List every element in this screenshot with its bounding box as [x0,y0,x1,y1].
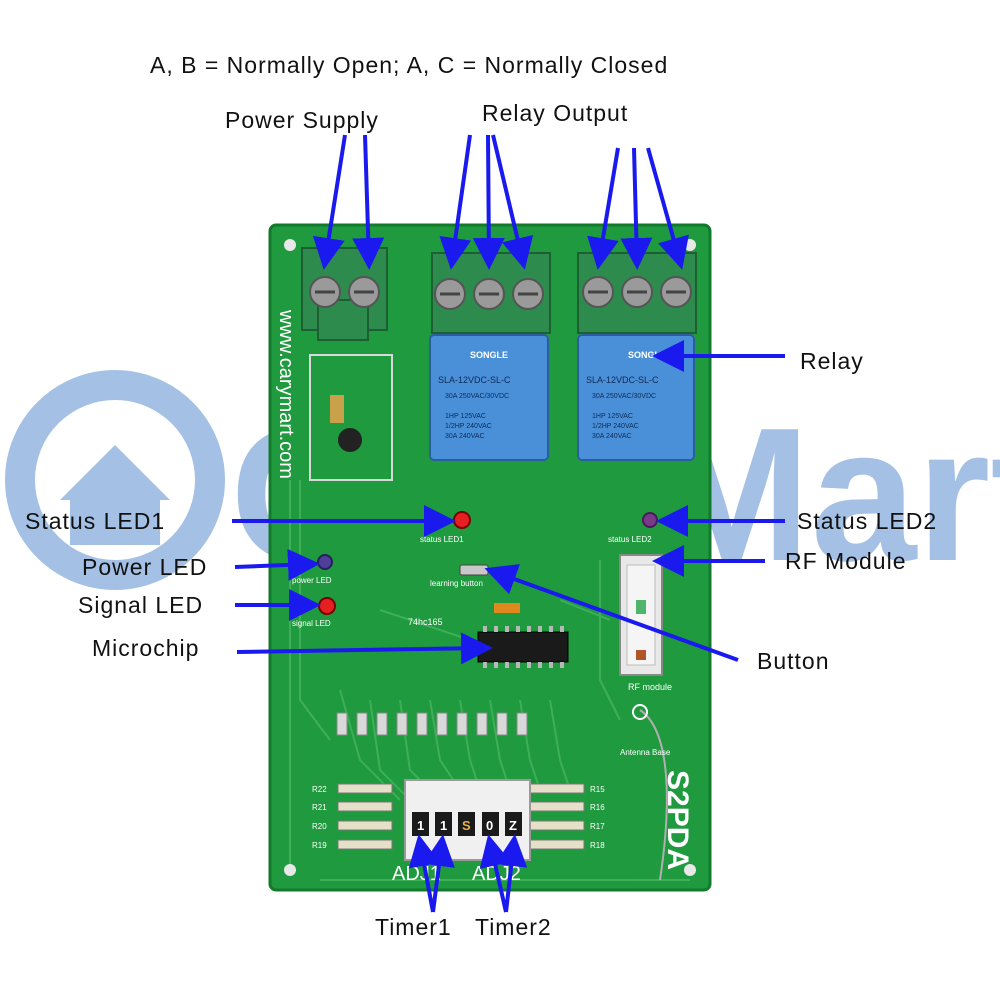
arrow-relay-output-2c [646,147,689,270]
resistor-label: R17 [590,822,605,831]
relay-1-spec-1: 30A 250VAC/30VDC [445,393,509,400]
arrow-relay-output-2b [620,147,653,270]
relay-2-spec-3: 1/2HP 240VAC [592,423,639,430]
relay-2-brand: SONGLE [628,350,666,360]
microchip-silk: 74hc165 [408,617,443,627]
learning-button-silk: learning button [430,579,483,588]
power-led-silk: power LED [292,576,332,585]
relay-2-model: SLA-12VDC-SL-C [586,375,659,385]
arrow-microchip [236,632,493,665]
resistor-label: R19 [312,841,327,850]
relay1-terminal-block [431,252,551,334]
arrow-button [484,564,739,662]
resistors [337,783,585,850]
resistor-label: R18 [590,841,605,850]
status-led2-silk: status LED2 [608,535,652,544]
relay-1-spec-2: 1HP 125VAC [445,413,486,420]
signal-led-silk: signal LED [292,619,331,628]
resistor-label: R22 [312,785,327,794]
timer-switch-block: 1 1 S 0 Z [404,779,531,861]
header-note: A, B = Normally Open; A, C = Normally Cl… [150,52,669,78]
resistor-labels-left: R22 R21 R20 R19 [312,785,327,850]
resistor-label: R15 [590,785,605,794]
power-terminal-block [301,247,388,341]
relay2-terminal-block [577,252,697,334]
arrow-relay-output-1c [491,134,534,270]
dip-key-2: 1 [440,818,447,833]
relay-2: SONGLE SLA-12VDC-SL-C 30A 250VAC/30VDC 1… [577,334,695,461]
label-power-supply: Power Supply [225,107,379,133]
adj1-silk: ADJ1 [392,863,441,885]
label-status-led1: Status LED1 [25,508,166,534]
arrow-timer1-a [408,834,441,913]
label-button: Button [757,648,830,674]
arrow-power-supply-1 [312,134,347,270]
arrow-timer2-a [479,834,511,913]
dip-key-4: 0 [486,818,493,833]
dip-key-5: Z [509,818,517,833]
label-rf-module: RF Module [785,548,907,574]
board-website: www.carymart.com [275,309,297,479]
learning-button: learning button [430,564,489,588]
relay-1-spec-4: 30A 240VAC [445,433,485,440]
status-led1: status LED1 [420,511,471,544]
label-signal-led: Signal LED [78,592,204,618]
label-microchip: Microchip [92,635,200,661]
resistor-labels-right: R15 R16 R17 R18 [590,785,605,850]
relay-1-spec-3: 1/2HP 240VAC [445,423,492,430]
rf-module-silk: RF module [628,682,672,692]
relay-1-model: SLA-12VDC-SL-C [438,375,511,385]
resistor-label: R21 [312,803,327,812]
label-timer2: Timer2 [475,914,552,940]
relay-2-spec-2: 1HP 125VAC [592,413,633,420]
label-relay-output: Relay Output [482,100,629,126]
arrow-relay-output-1b [472,134,505,270]
relay-1-brand: SONGLE [470,350,508,360]
status-led1-silk: status LED1 [420,535,464,544]
callout-arrows [232,134,785,913]
arrow-power-led [234,548,320,581]
antenna: Antenna Base [620,704,671,881]
arrow-relay-output-1a [439,134,472,270]
arrow-relay-output-2a [587,147,620,270]
arrow-timer1-b [423,834,455,913]
label-timer1: Timer1 [375,914,452,940]
relay-2-spec-1: 30A 250VAC/30VDC [592,393,656,400]
label-status-led2: Status LED2 [797,508,938,534]
label-power-led: Power LED [82,554,208,580]
resistor-label: R20 [312,822,327,831]
relay-1: SONGLE SLA-12VDC-SL-C 30A 250VAC/30VDC 1… [429,334,549,461]
microchip: 74hc165 [408,617,569,668]
power-circuit-area [309,354,393,481]
resistor-label: R16 [590,803,605,812]
label-relay: Relay [800,348,864,374]
antenna-base-silk: Antenna Base [620,748,671,757]
dip-key-1: 1 [417,818,424,833]
capacitor [494,603,520,613]
arrow-timer2-b [495,834,528,913]
diode-row [336,712,528,736]
dip-key-3: S [462,818,471,833]
arrow-power-supply-2 [352,134,385,270]
relay-2-spec-4: 30A 240VAC [592,433,632,440]
